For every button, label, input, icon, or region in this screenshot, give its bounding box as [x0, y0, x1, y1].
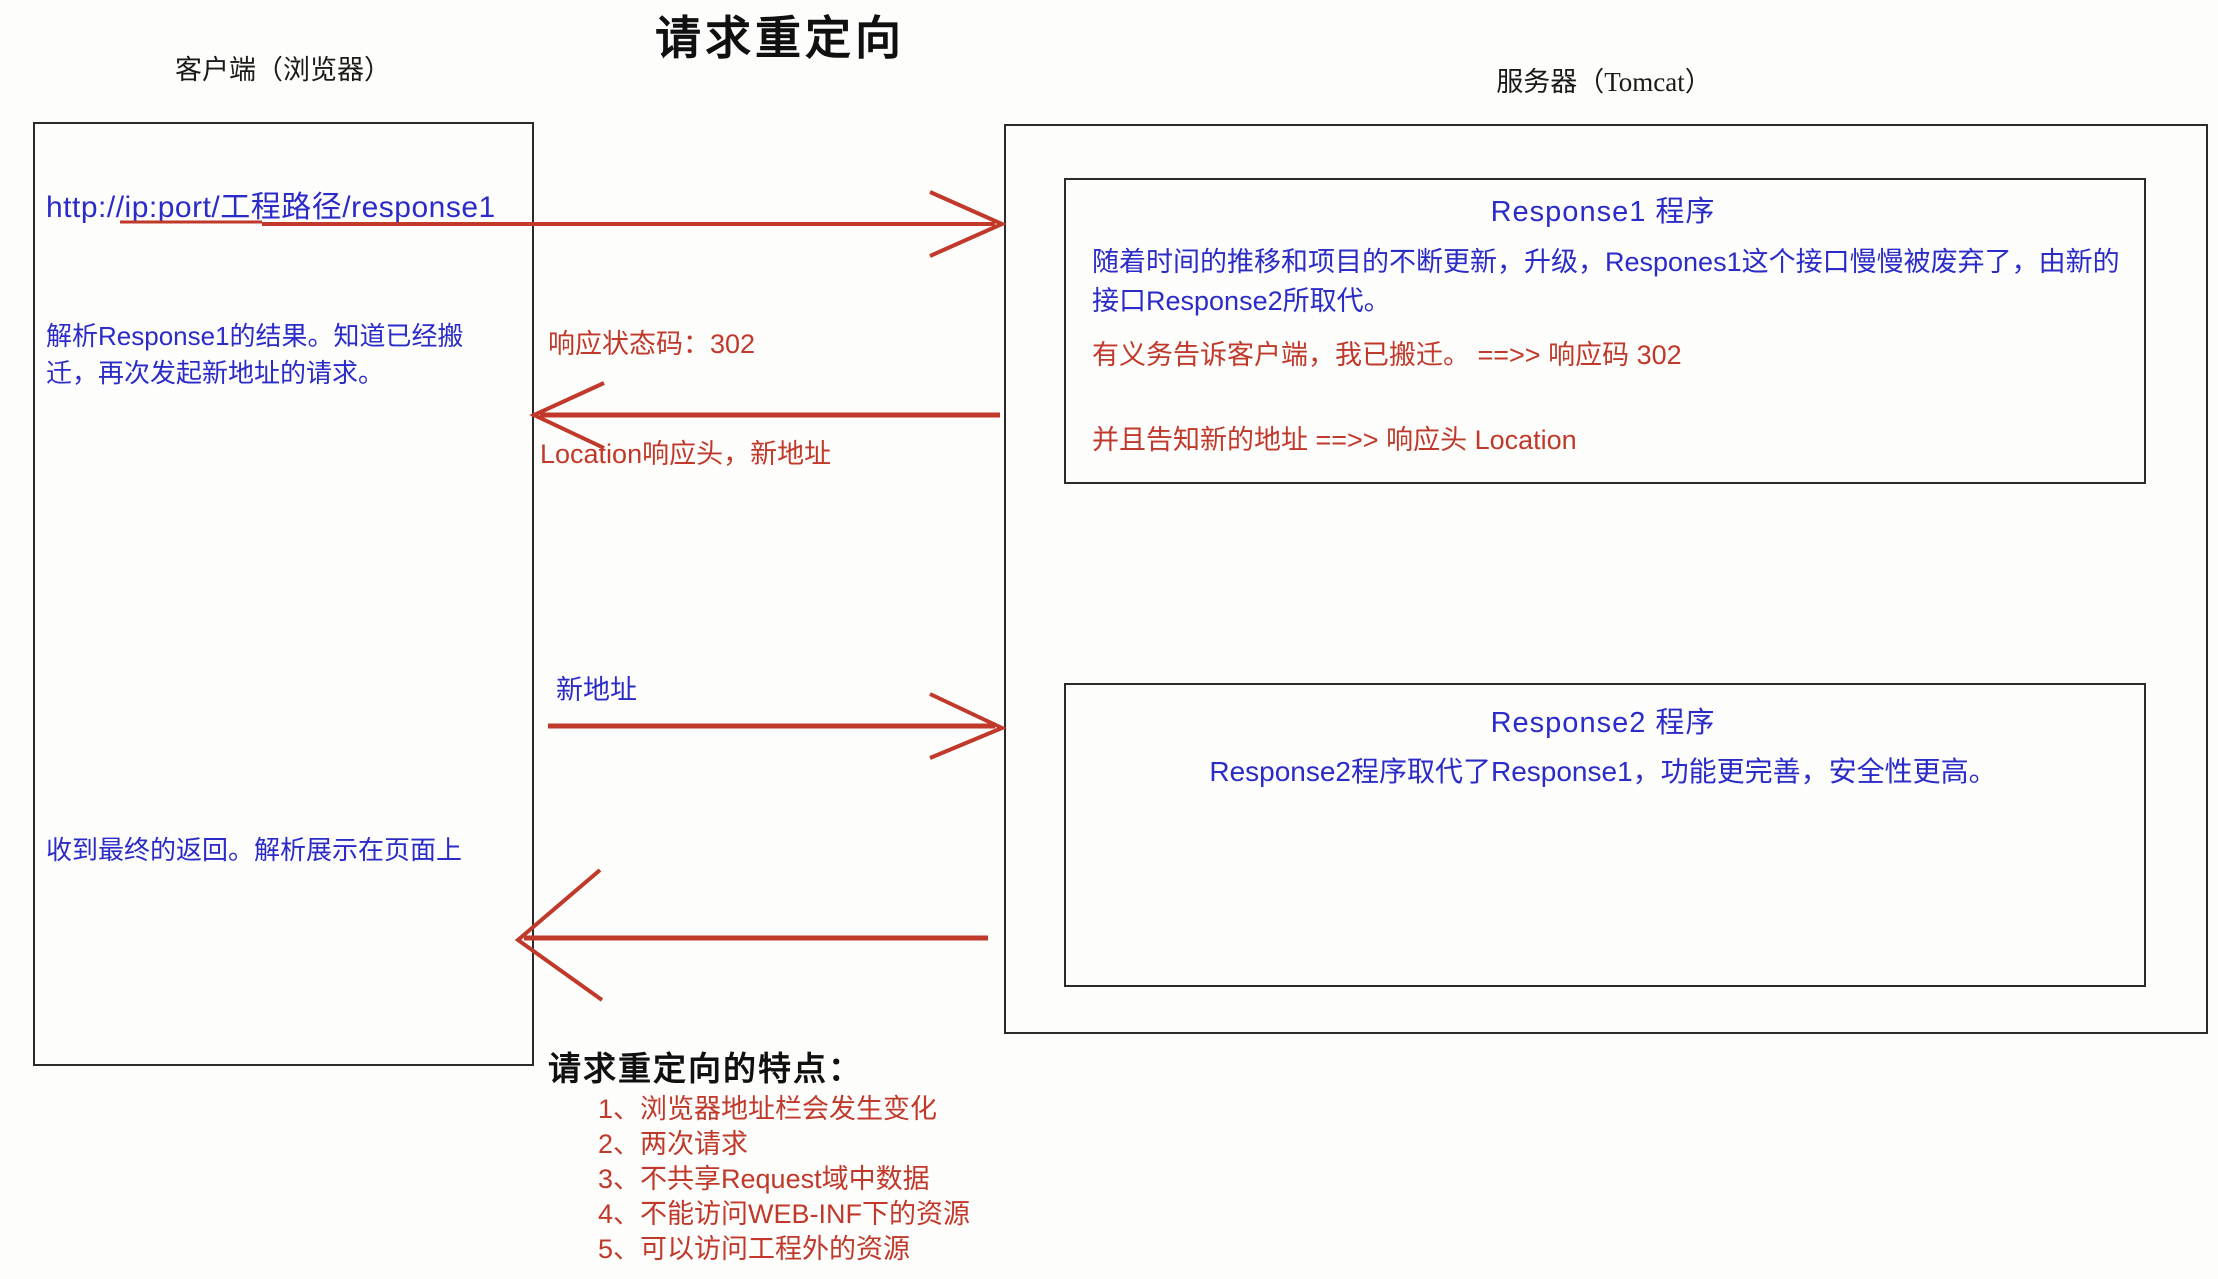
features-list: 1、浏览器地址栏会发生变化 2、两次请求 3、不共享Request域中数据 4、…: [598, 1092, 970, 1267]
response2-description: Response2程序取代了Response1，功能更完善，安全性更高。: [1209, 756, 1997, 787]
response2-title: Response2 程序: [1490, 707, 1716, 739]
response1-description: 随着时间的推移和项目的不断更新，升级，Respones1这个接口慢慢被废弃了，由…: [1092, 247, 2120, 316]
response1-red-note-2: 并且告知新的地址 ==>> 响应头 Location: [1092, 425, 1577, 455]
client-caption: 客户端（浏览器）: [175, 55, 391, 85]
list-item: 1、浏览器地址栏会发生变化: [598, 1094, 938, 1124]
arrow-final-response-to-client: [514, 868, 988, 1002]
features-heading: 请求重定向的特点：: [548, 1052, 863, 1088]
client-note-parse-response1: 解析Response1的结果。知道已经搬迁，再次发起新地址的请求。: [46, 321, 464, 388]
response1-title: Response1 程序: [1490, 196, 1716, 228]
response1-red-note-1: 有义务告诉客户端，我已搬迁。 ==>> 响应码 302: [1092, 340, 1682, 370]
server-caption: 服务器（Tomcat）: [1496, 67, 1712, 97]
client-box: [33, 122, 534, 1066]
response1-program-box: [1064, 178, 2146, 484]
arrow-label-location-header: Location响应头，新地址: [540, 439, 832, 469]
page-title: 请求重定向: [655, 13, 905, 64]
response2-program-box: [1064, 683, 2146, 987]
client-request-url: http://ip:port/工程路径/response1: [46, 191, 496, 224]
list-item: 2、两次请求: [598, 1129, 749, 1160]
list-item: 3、不共享Request域中数据: [598, 1164, 930, 1195]
list-item: 5、可以访问工程外的资源: [598, 1234, 911, 1265]
arrow-label-status-code: 响应状态码：302: [548, 329, 756, 359]
arrow-label-new-address: 新地址: [556, 675, 637, 705]
server-box: [1004, 124, 2208, 1034]
client-note-final-return: 收到最终的返回。解析展示在页面上: [46, 835, 463, 865]
list-item: 4、不能访问WEB-INF下的资源: [598, 1199, 971, 1230]
